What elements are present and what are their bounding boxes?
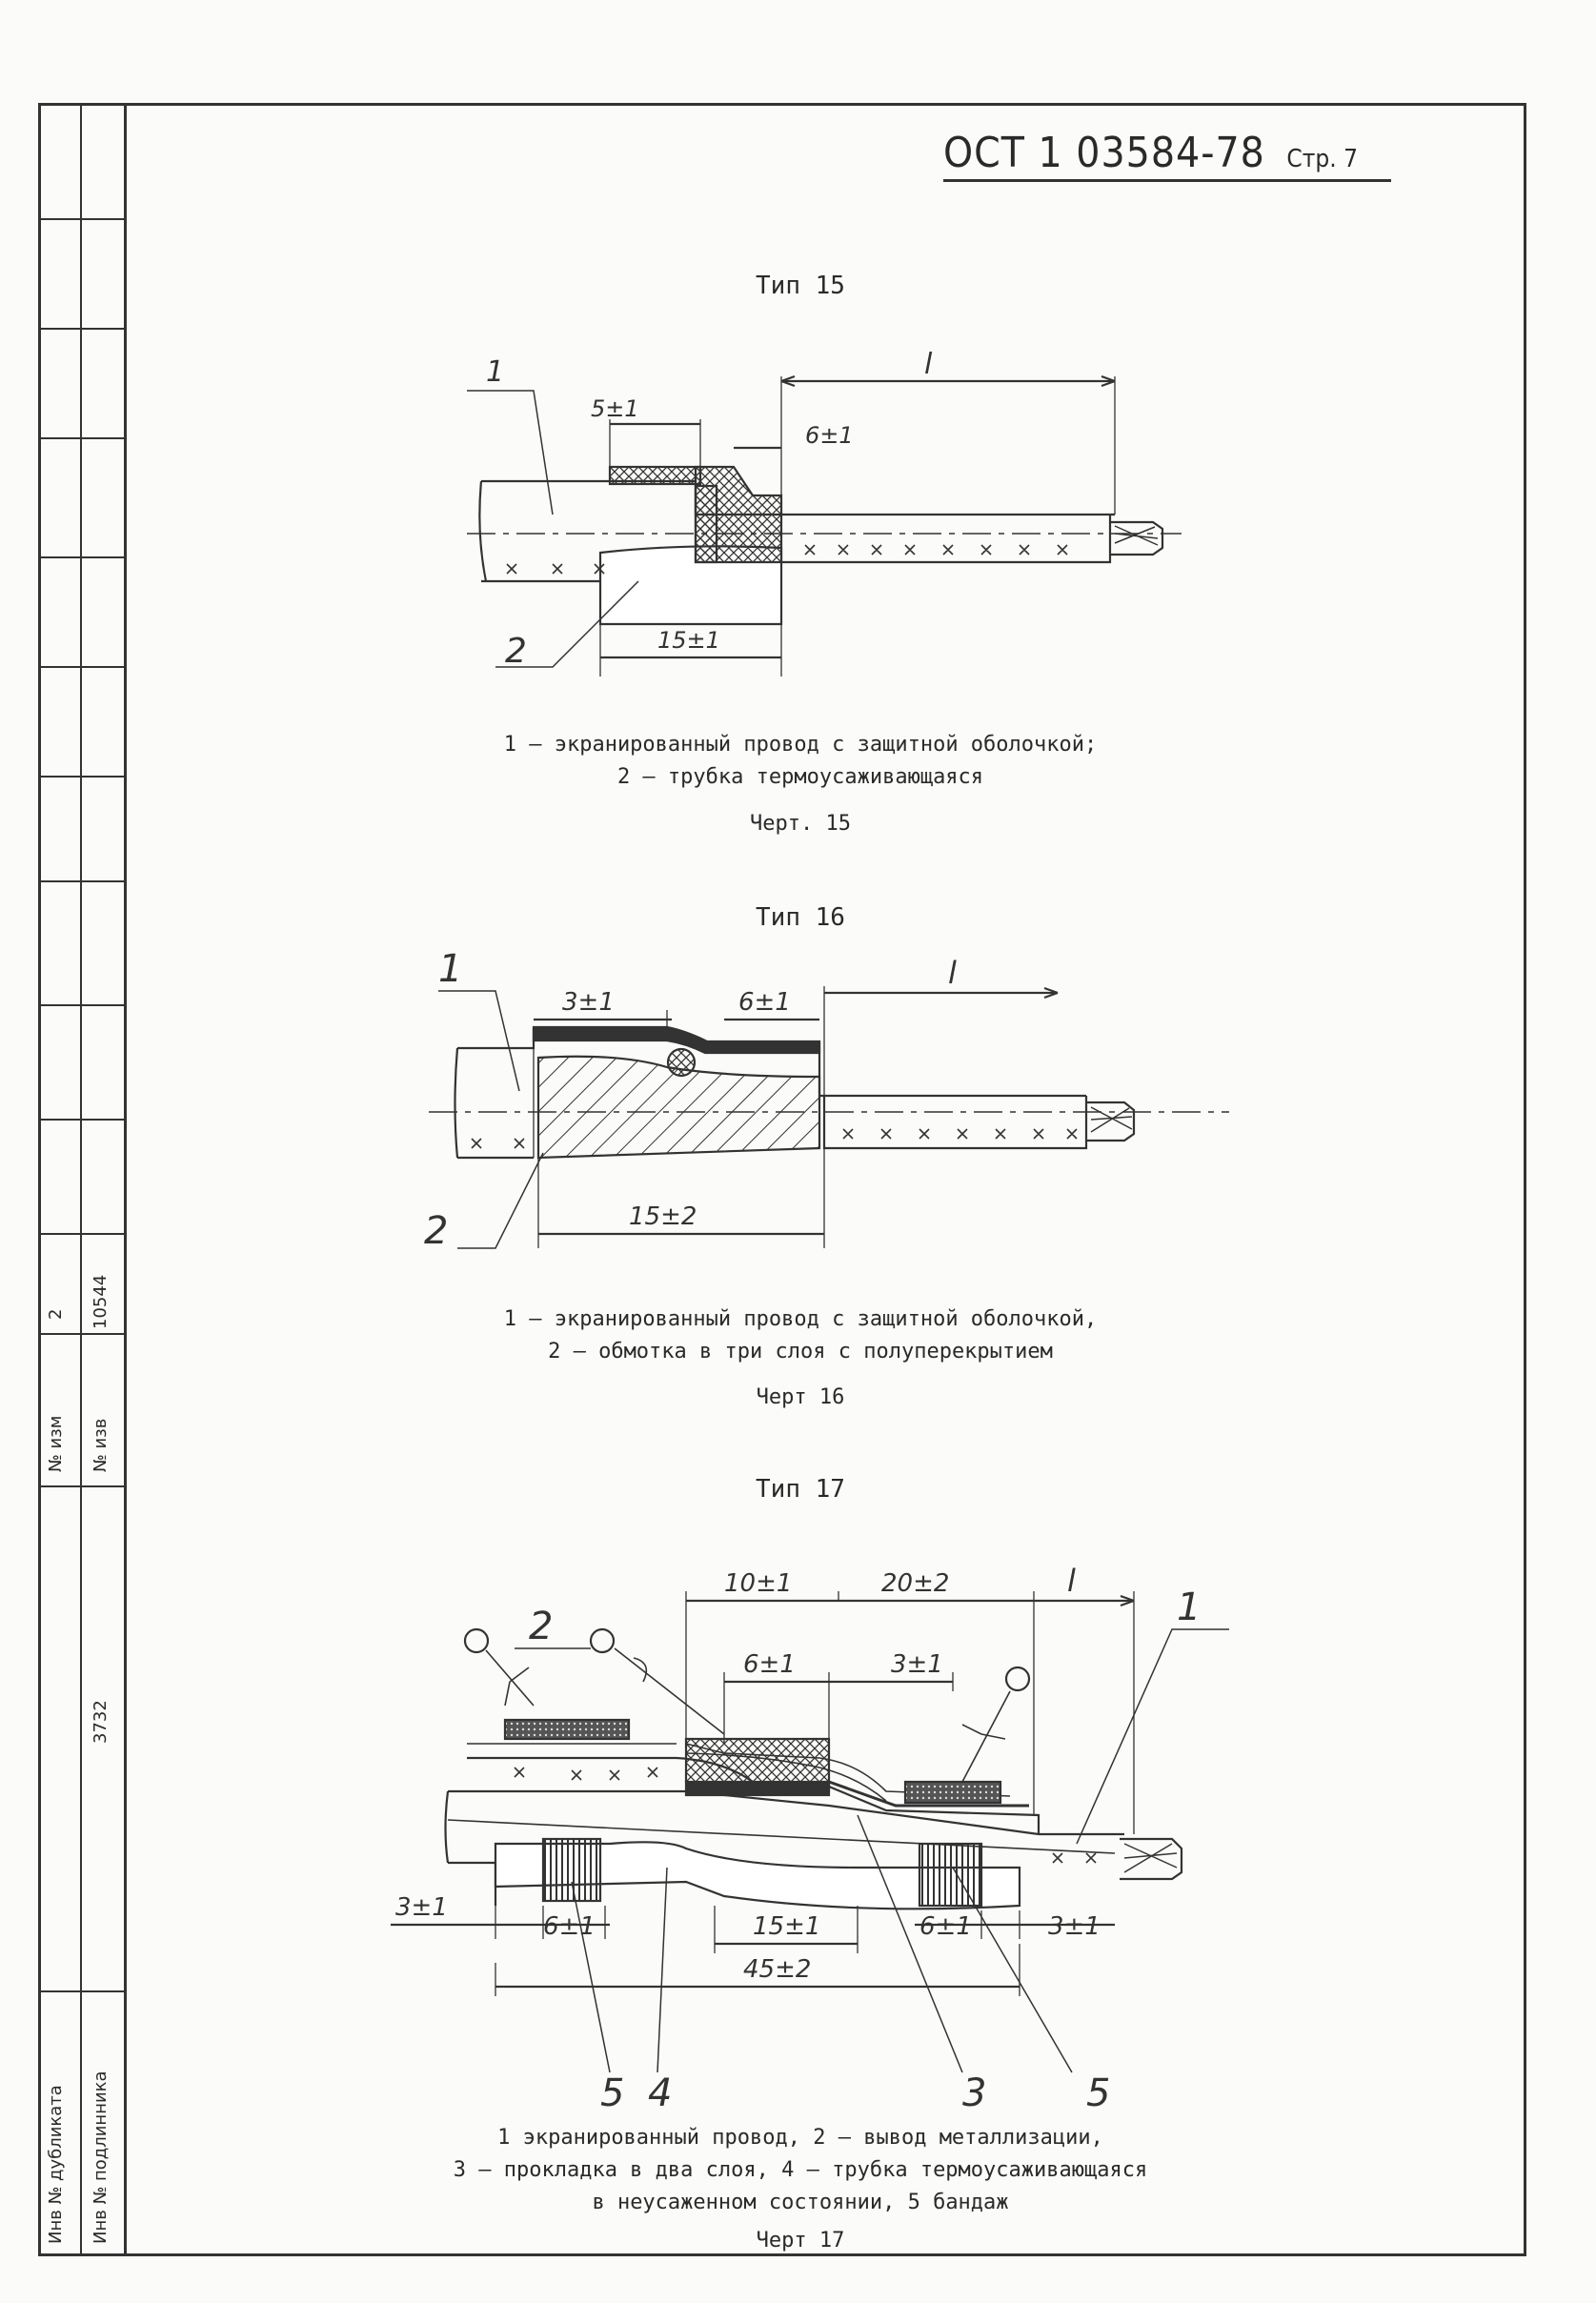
fig17-dim-3b: 3±1: [395, 1893, 448, 1922]
fig17-dim-45: 45±2: [743, 1955, 811, 1984]
fig16-legend-1: 1 – экранированный провод с защитной обо…: [503, 1307, 1098, 1331]
fig16-label-1: 1: [438, 947, 462, 991]
fig17-dim-15: 15±1: [753, 1912, 820, 1941]
fig17-label-5b: 5: [1086, 2071, 1110, 2115]
fig15-dim-5: 5±1: [591, 395, 639, 422]
fig17-label-4: 4: [648, 2071, 672, 2115]
fig17-dim-6b: 6±1: [543, 1912, 596, 1941]
fig15-type-label: Тип 15: [756, 272, 845, 300]
fig16-type-label: Тип 16: [756, 903, 845, 932]
page-frame: [124, 103, 1526, 2256]
fig16-label-l: l: [948, 955, 957, 991]
fig15-legend-1: 1 – экранированный провод с защитной обо…: [503, 733, 1098, 757]
fig17-type-label: Тип 17: [756, 1475, 845, 1504]
fig16-legend-2: 2 – обмотка в три слоя с полуперекрытием: [548, 1340, 1053, 1364]
fig15-label-1: 1: [486, 355, 504, 389]
fig17-label-5a: 5: [600, 2071, 624, 2115]
fig17-dim-10: 10±1: [724, 1569, 792, 1598]
fig16-dim-3: 3±1: [562, 988, 615, 1017]
fig17-label-1: 1: [1177, 1586, 1201, 1629]
fig15-dim-15: 15±1: [657, 627, 720, 654]
fig17-legend-3: в неусаженном состоянии, 5 бандаж: [592, 2191, 1009, 2214]
fig15-legend-2: 2 – трубка термоусаживающаяся: [616, 765, 984, 789]
fig17-dim-3a: 3±1: [891, 1650, 943, 1679]
fig17-label-2: 2: [529, 1605, 553, 1648]
header-underline: [943, 179, 1391, 182]
fig17-caption: Черт 17: [756, 2229, 845, 2252]
fig16-caption: Черт 16: [756, 1385, 845, 1409]
fig15-caption: Черт. 15: [750, 812, 851, 836]
fig17-legend-2: 3 – прокладка в два слоя, 4 – трубка тер…: [453, 2158, 1148, 2182]
fig15-label-l: l: [924, 348, 933, 381]
page-header: ОСТ 1 03584-78 Стр. 7: [943, 129, 1358, 177]
fig17-dim-3c: 3±1: [1048, 1912, 1101, 1941]
fig17-dim-6a: 6±1: [743, 1650, 796, 1679]
page-number: Стр. 7: [1286, 145, 1358, 173]
fig17-label-l: l: [1067, 1563, 1076, 1599]
fig16-dim-15: 15±2: [629, 1202, 697, 1231]
fig15-dim-6: 6±1: [805, 422, 854, 449]
fig17-dim-6c: 6±1: [919, 1912, 972, 1941]
fig16-label-2: 2: [424, 1209, 448, 1253]
fig17-legend-1: 1 экранированный провод, 2 – вывод метал…: [497, 2126, 1103, 2150]
standard-number: ОСТ 1 03584-78: [943, 129, 1265, 177]
fig15-label-2: 2: [505, 632, 527, 671]
fig17-dim-20: 20±2: [881, 1569, 949, 1598]
fig16-dim-6: 6±1: [738, 988, 791, 1017]
fig17-label-3: 3: [962, 2071, 986, 2115]
